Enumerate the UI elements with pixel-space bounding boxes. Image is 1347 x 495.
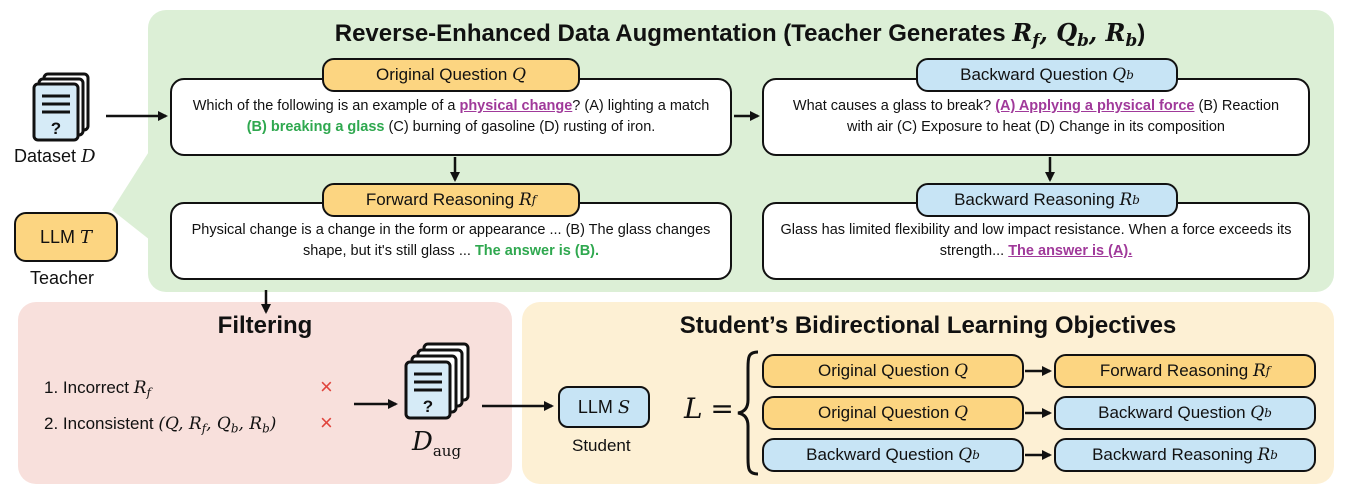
dataset-label: Dataset D [14, 146, 96, 167]
dataset-document-icon: ? [32, 72, 90, 142]
filter-item-incorrect: 1. Incorrect Rf [44, 378, 151, 400]
augmented-dataset-icon: ? [404, 342, 470, 420]
loss-symbol: L = [684, 392, 734, 425]
backward-question-text: What causes a glass to break? (A) Applyi… [792, 98, 1280, 135]
original-question-label: Original Question Q [322, 58, 580, 92]
incorrect-cross-icon: × [320, 374, 333, 399]
original-question-box: Which of the following is an example of … [170, 78, 732, 156]
svg-text:?: ? [51, 119, 61, 138]
inconsistent-cross-icon: × [320, 410, 333, 435]
svg-text:?: ? [423, 397, 433, 416]
filtering-title: Filtering [217, 312, 313, 339]
student-llm-box: LLM S [558, 386, 650, 428]
augmentation-title: Reverse-Enhanced Data Augmentation (Teac… [334, 18, 1146, 51]
forward-reasoning-text: Physical change is a change in the form … [191, 222, 711, 259]
augmented-dataset-label: Daug [412, 427, 462, 460]
objective-2-left: Original Question Q [762, 396, 1024, 430]
objective-1-left: Original Question Q [762, 354, 1024, 388]
student-caption: Student [572, 436, 631, 455]
backward-reasoning-box: Glass has limited flexibility and low im… [762, 202, 1310, 280]
original-question-text: Which of the following is an example of … [192, 98, 710, 135]
loss-brace [737, 350, 759, 476]
teacher-llm-box: LLM T [14, 212, 118, 262]
student-objectives-title: Student’s Bidirectional Learning Objecti… [679, 312, 1177, 339]
filter-item-inconsistent: 2. Inconsistent (Q, Rf, Qb, Rb) [44, 414, 277, 436]
teacher-caption: Teacher [30, 268, 95, 288]
backward-reasoning-text: Glass has limited flexibility and low im… [780, 222, 1292, 259]
forward-reasoning-box: Physical change is a change in the form … [170, 202, 732, 280]
